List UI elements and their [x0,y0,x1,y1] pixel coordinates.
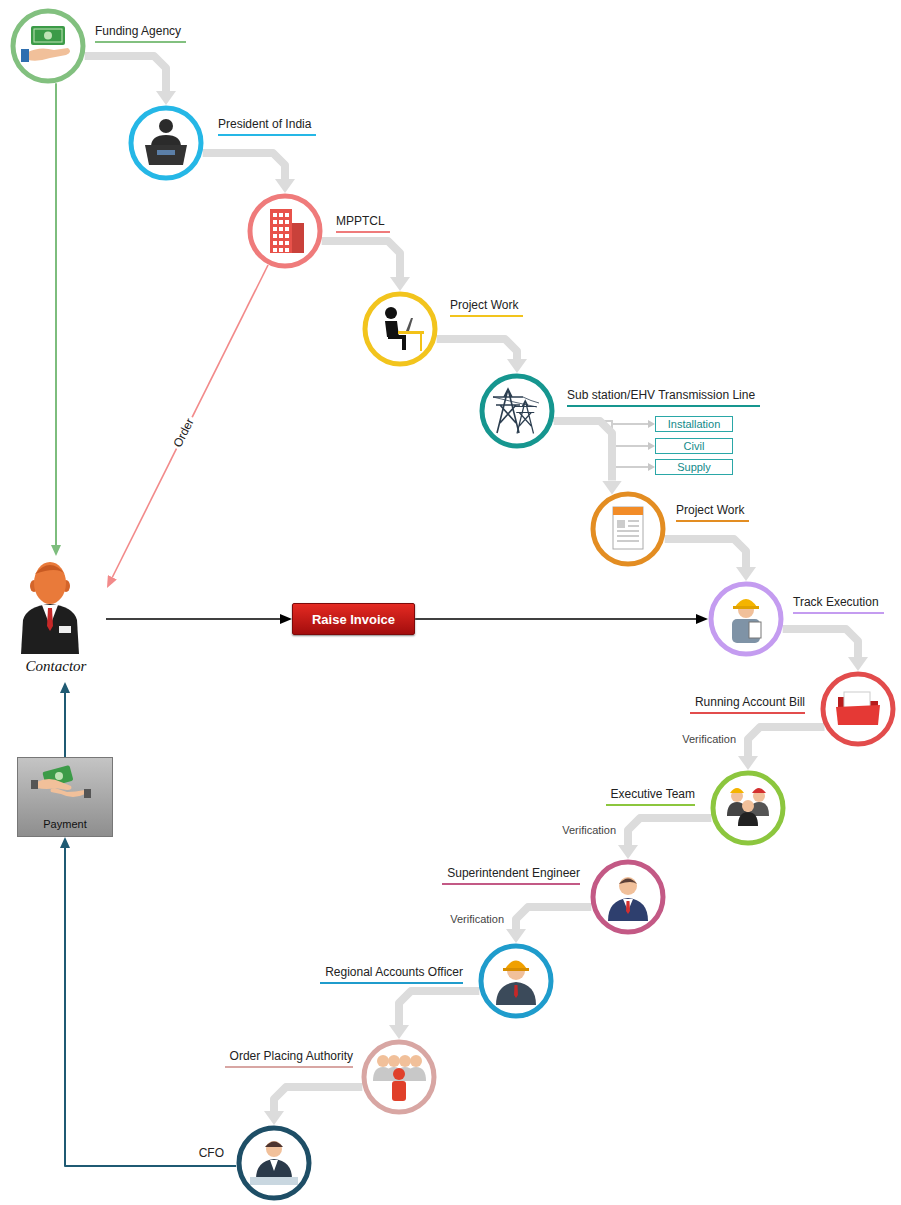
step-circle: MPPTCL [247,193,323,269]
step-label: Project Work [450,298,523,317]
step-circle: Project Work [590,491,666,567]
option-label: Installation [668,418,721,431]
step-label: CFO [194,1146,224,1163]
step-label: Running Account Bill [690,695,805,714]
connector [628,818,711,845]
connector [437,339,517,359]
connector [665,539,746,567]
step-label: Regional Accounts Officer [320,965,463,984]
step-label: Track Execution [793,595,884,614]
circle-icon [128,105,204,181]
circle-icon [820,671,896,747]
step-label: Order Placing Authority [225,1049,353,1068]
option-label: Supply [677,461,711,474]
step-circle: Regional Accounts Officer [478,943,554,1019]
option-box: Civil [655,438,733,454]
circle-icon [362,291,438,367]
invoice-label: Raise Invoice [312,612,395,627]
step-circle: Sub station/EHV Transmission Line [479,373,555,449]
connector [112,265,268,577]
connector [783,629,858,657]
step-circle: Order Placing Authority [361,1039,437,1115]
edge-label: Verification [560,824,618,837]
connector [274,1087,362,1111]
step-label: President of India [218,117,316,136]
step-circle: Funding Agency [10,8,86,84]
payment-box: Payment [17,757,113,837]
circle-icon [361,1039,437,1115]
invoice-box: Raise Invoice [292,603,415,635]
contractor-label: Contactor [6,658,106,675]
step-circle: Executive Team [710,770,786,846]
edge-label: Order [171,415,198,452]
contractor-icon [6,556,94,656]
circle-icon [479,373,555,449]
step-label: Executive Team [606,787,696,806]
connector [55,83,57,545]
connector [516,907,591,929]
payment-icon [18,758,104,818]
connector [85,56,166,91]
step-circle: Track Execution [708,581,784,657]
connector [554,421,612,481]
contractor-figure: Contactor [6,556,106,682]
circle-icon [590,859,666,935]
step-label: Project Work [676,503,749,522]
circle-icon [590,491,666,567]
connector [399,991,479,1025]
payment-label: Payment [18,818,112,830]
option-label: Civil [684,440,705,453]
connector [322,241,400,277]
connector [554,421,648,467]
edge-label: Verification [448,913,506,926]
connector [203,153,285,179]
step-circle: Running Account Bill [820,671,896,747]
circle-icon [236,1125,312,1201]
step-circle: Project Work [362,291,438,367]
step-label: Sub station/EHV Transmission Line [567,388,760,407]
connector [106,618,280,620]
circle-icon [710,770,786,846]
circle-icon [10,8,86,84]
step-label: Funding Agency [95,24,186,43]
connector [748,727,825,756]
connector [65,848,236,1166]
step-circle: CFO [236,1125,312,1201]
step-label: Superintendent Engineer [442,866,580,885]
circle-icon [247,193,323,269]
edge-label: Verification [680,733,738,746]
step-circle: President of India [128,105,204,181]
circle-icon [478,943,554,1019]
step-label: MPPTCL [336,214,390,233]
circle-icon [708,581,784,657]
option-box: Installation [655,416,733,432]
option-box: Supply [655,459,733,475]
connector [415,618,696,620]
step-circle: Superintendent Engineer [590,859,666,935]
connector [64,693,66,757]
